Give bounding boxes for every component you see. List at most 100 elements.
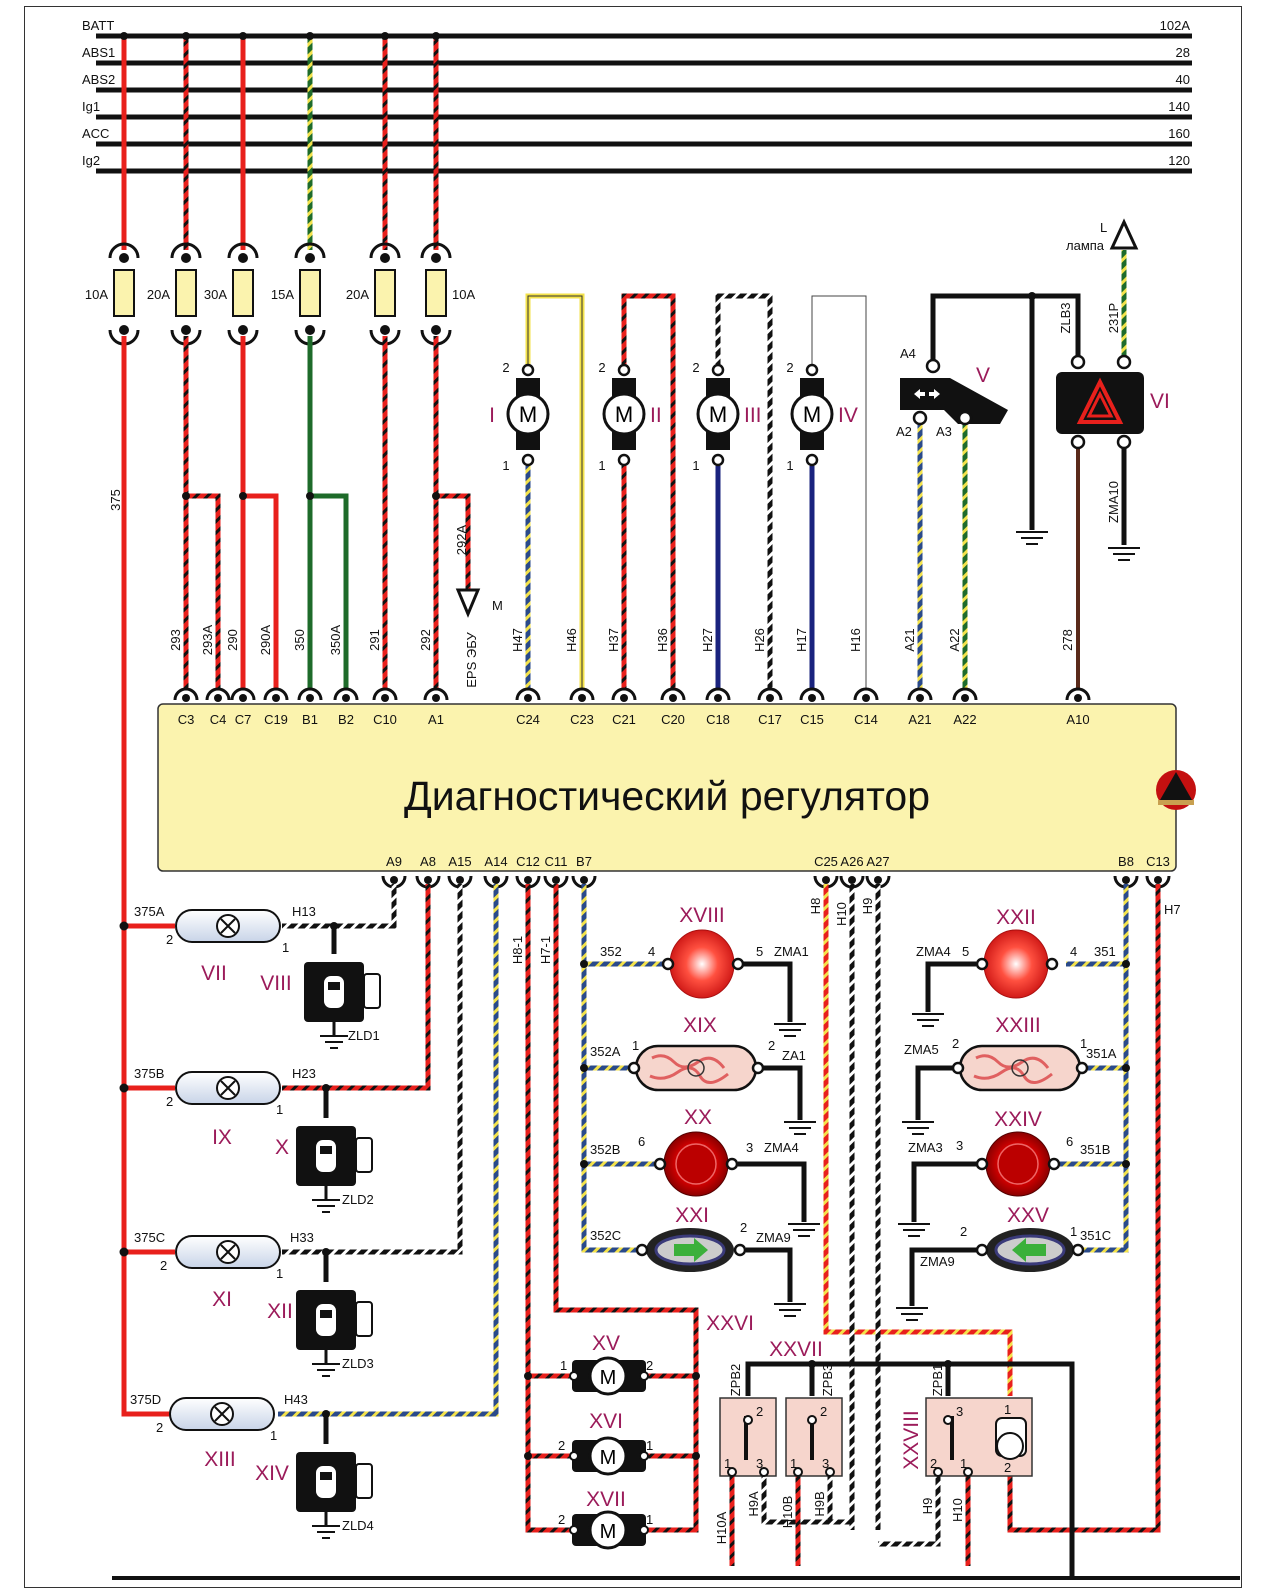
- label-XXIII: XXIII: [995, 1014, 1041, 1037]
- connector-pin-label: A15: [448, 854, 471, 869]
- wire-code: 293A: [200, 624, 215, 655]
- label-zld4: ZLD4: [342, 1518, 374, 1533]
- label-h10b: H10B: [780, 1496, 795, 1529]
- connector-pin-label: B2: [338, 712, 354, 727]
- wire-code: H46: [564, 628, 579, 652]
- label-a4: A4: [900, 346, 916, 361]
- connector-pin-label: B8: [1118, 854, 1134, 869]
- label-XXII: XXII: [996, 906, 1036, 929]
- label-w351: 351: [1094, 944, 1116, 959]
- label-zld3: ZLD3: [342, 1356, 374, 1371]
- label-zlb3: ZLB3: [1058, 302, 1073, 333]
- door-switch: [296, 1452, 373, 1539]
- center-junction-dots: [524, 1372, 700, 1460]
- fuse-rating: 30A: [204, 287, 227, 302]
- label-zma1: ZMA1: [774, 944, 809, 959]
- label-VI: VI: [1150, 390, 1170, 413]
- label-XIII: XIII: [204, 1448, 236, 1471]
- label-w351B: 351B: [1080, 1142, 1110, 1157]
- connector-pin-label: C15: [800, 712, 824, 727]
- connector-pin-label: A22: [953, 712, 976, 727]
- pin-number: 2: [786, 360, 793, 375]
- label-zma10: ZMA10: [1106, 481, 1121, 523]
- label-zma3: ZMA3: [908, 1140, 943, 1155]
- label-n4: 4: [1070, 944, 1077, 959]
- label-w351A: 351A: [1086, 1046, 1117, 1061]
- connector-pin-label: C23: [570, 712, 594, 727]
- lamp-xviii: [669, 929, 735, 999]
- bulb-vii: [175, 909, 281, 943]
- label-n3: 3: [756, 1456, 763, 1471]
- label-n1: 1: [270, 1428, 277, 1443]
- label-n2: 2: [930, 1456, 937, 1471]
- controller-title: Диагностический регулятор: [404, 773, 930, 819]
- label-w352C: 352C: [590, 1228, 621, 1243]
- wire-code: H27: [700, 628, 715, 652]
- label-h9b: H9B: [812, 1491, 827, 1516]
- relay-wires: [112, 884, 1240, 1580]
- lamp-column-right-wires: [909, 884, 1129, 1306]
- lamp-left-junctions: [580, 960, 588, 1168]
- lamp-xxiv: [985, 1131, 1051, 1197]
- connector-pin-label: A10: [1066, 712, 1089, 727]
- connector-pin-label: A8: [420, 854, 436, 869]
- lamp-xx: [663, 1131, 729, 1197]
- lamp-right-junctions: [1122, 960, 1130, 1168]
- label-h10a: H10A: [714, 1511, 729, 1544]
- label-n1: 1: [790, 1456, 797, 1471]
- small-motor: M: [569, 1356, 649, 1396]
- label-w351C: 351C: [1080, 1228, 1111, 1243]
- bulb-xiii: [169, 1397, 275, 1431]
- pin-number: 1: [598, 458, 605, 473]
- motors-xv-xvii: MMM: [569, 1356, 649, 1550]
- wire-code: 291: [367, 629, 382, 651]
- label-m_arrow: M: [492, 598, 503, 613]
- wire-code: 350A: [328, 624, 343, 655]
- label-XXIV: XXIV: [994, 1108, 1042, 1131]
- connector-pins-top: C3293C4293AC7290C19290AB1350B2350AC10291…: [168, 624, 1091, 727]
- label-n2: 2: [756, 1404, 763, 1419]
- label-n2: 2: [768, 1038, 775, 1053]
- label-w375B: 375B: [134, 1066, 164, 1081]
- label-w375C: 375C: [134, 1230, 165, 1245]
- ground-symbols-top: [1016, 531, 1140, 561]
- bus-split-dots: [182, 492, 440, 500]
- fuse: [113, 269, 135, 317]
- label-h43: H43: [284, 1392, 308, 1407]
- bus-label-right: 102A: [1160, 18, 1191, 33]
- relay-xxviii: [925, 1397, 1033, 1477]
- fuse: [232, 269, 254, 317]
- label-n4: 4: [648, 944, 655, 959]
- pin-number: 2: [598, 360, 605, 375]
- connector-pin-label: C20: [661, 712, 685, 727]
- label-V: V: [976, 364, 990, 387]
- label-n1: 1: [1080, 1036, 1087, 1051]
- lamp-terminals: [627, 957, 1089, 1257]
- label-XX: XX: [684, 1106, 712, 1129]
- motor-letter: M: [519, 402, 537, 427]
- bus-label-left: Ig1: [82, 99, 100, 114]
- connector-pin-label: C17: [758, 712, 782, 727]
- label-zma9a: ZMA9: [756, 1230, 791, 1245]
- fuse-rating: 10A: [452, 287, 475, 302]
- lamp-arrow: [1109, 218, 1139, 250]
- hazard-switch-v: [900, 358, 1008, 426]
- eps-arrow: [455, 588, 481, 618]
- lamp-xxiii: [958, 1044, 1082, 1092]
- label-n1: 1: [724, 1456, 731, 1471]
- fuse-output-wires: [121, 336, 471, 1410]
- pin-number: 1: [692, 458, 699, 473]
- fuse: [175, 269, 197, 317]
- label-XXVII: XXVII: [769, 1338, 823, 1361]
- fuse-rating: 20A: [346, 287, 369, 302]
- wire-code: H26: [752, 628, 767, 652]
- connector-pin-label: B1: [302, 712, 318, 727]
